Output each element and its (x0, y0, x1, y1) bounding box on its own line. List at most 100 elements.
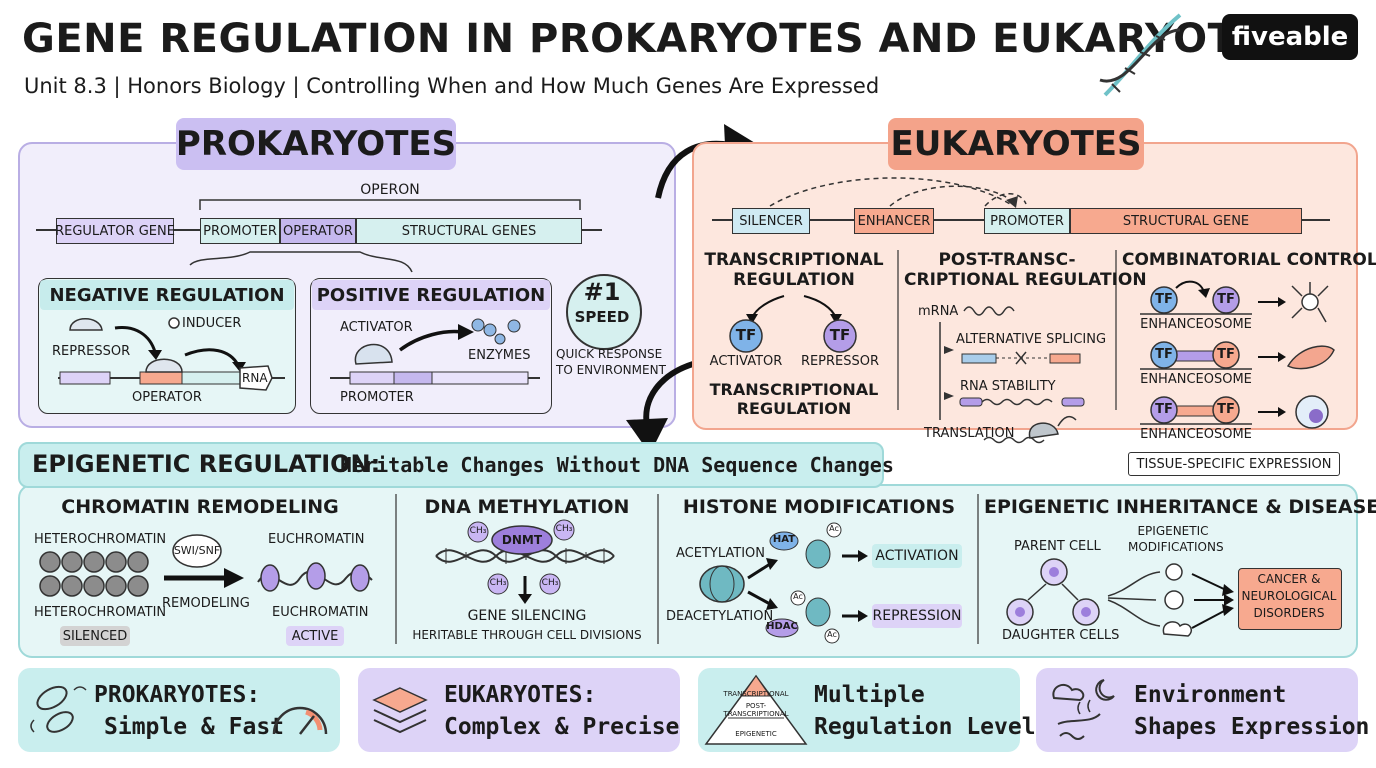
positive-regulation-title: POSITIVE REGULATION (312, 280, 550, 310)
summary-euk-line1: EUKARYOTES: (444, 682, 597, 708)
rna-label: RNA (242, 371, 268, 385)
post-transcriptional-title-1: POST-TRANSC- (938, 250, 1076, 270)
transcriptional-caption-1: TRANSCRIPTIONAL (709, 380, 879, 399)
methylation-title: DNA METHYLATION (424, 496, 630, 518)
summary-euk-line2: Complex & Precise (444, 714, 680, 740)
structural-gene-box: STRUCTURAL GENE (1070, 208, 1302, 234)
euchromatin-bottom: EUCHROMATIN (272, 605, 369, 620)
ac-label-3: Ac (827, 630, 837, 639)
eukaryotes-panel (692, 142, 1358, 430)
combo-tf-3b: TF (1217, 402, 1235, 417)
alternative-splicing-label: ALTERNATIVE SPLICING (956, 332, 1107, 347)
hdac-label: HDAC (766, 621, 798, 632)
histone-title: HISTONE MODIFICATIONS (682, 496, 956, 518)
rna-stability-label: RNA STABILITY (960, 379, 1056, 394)
speed-caption-1: QUICK RESPONSE (556, 347, 663, 361)
promoter-caption: PROMOTER (340, 390, 414, 405)
ac-label-1: Ac (829, 524, 839, 533)
sad-face-icon (1164, 590, 1184, 610)
ch3-label-1: CH₃ (469, 526, 487, 536)
summary-env-line1: Environment (1134, 682, 1287, 708)
summary-prok-line2: Simple & Fast (104, 714, 285, 740)
summary-prok-line1: PROKARYOTES: (94, 682, 261, 708)
operator-box: OPERATOR (280, 218, 356, 244)
activator-tf-caption: ACTIVATOR (709, 354, 783, 369)
enhanceosome-label-3: ENHANCEOSOME (1140, 427, 1252, 442)
promoter-box: PROMOTER (200, 218, 280, 244)
hand-icon (1057, 713, 1101, 740)
combo-tf-1b: TF (1217, 292, 1235, 307)
weather-cloud-icon (1052, 683, 1085, 702)
pyramid-bottom-label: EPIGENETIC (735, 730, 777, 738)
blood-cell-icon (1295, 395, 1329, 429)
post-transcriptional-title-2: CRIPTIONAL REGULATION (904, 270, 1147, 290)
swi-snf-label: SWI/SNF (173, 544, 221, 557)
speed-rank: #1 (583, 278, 621, 306)
epigenetic-title: EPIGENETIC REGULATION: (32, 450, 381, 478)
transcriptional-caption-2: REGULATION (736, 399, 852, 418)
structural-genes-box: STRUCTURAL GENES (356, 218, 582, 244)
pyramid-mid-label-2: TRANSCRIPTIONAL (723, 710, 789, 718)
ac-label-2: Ac (793, 592, 803, 601)
epigenetic-panel (18, 484, 1358, 658)
summary-levels-line2: Regulation Levels (814, 714, 1050, 740)
muscle-cell-icon (1286, 345, 1335, 370)
repressor-label: REPRESSOR (52, 344, 131, 359)
tf-repressor-label: TF (829, 326, 851, 344)
ch3-label-2: CH₃ (555, 524, 573, 534)
cloud-icon (1162, 621, 1192, 637)
heterochromatin-top: HETEROCHROMATIN (34, 532, 167, 547)
speed-word: SPEED (574, 308, 630, 326)
daughter-cells-label: DAUGHTER CELLS (1002, 628, 1120, 643)
pyramid-mid-label-1: POST- (745, 702, 767, 710)
epigenetic-mods-label-2: MODIFICATIONS (1128, 540, 1224, 554)
combo-tf-3a: TF (1155, 402, 1173, 417)
disease-label-1: CANCER & (1257, 572, 1321, 586)
tf-activator-label: TF (735, 326, 757, 344)
negative-regulation-title: NEGATIVE REGULATION (40, 280, 294, 310)
moon-icon (1095, 679, 1115, 701)
translation-label: TRANSLATION (924, 426, 1015, 441)
repression-badge: REPRESSION (872, 604, 962, 628)
ch3-label-3: CH₃ (489, 578, 507, 588)
heterochromatin-bottom: HETEROCHROMATIN (34, 605, 167, 620)
apple-icon (1165, 563, 1183, 581)
page-title: GENE REGULATION IN PROKARYOTES AND EUKAR… (22, 16, 1293, 62)
operon-label: OPERON (360, 182, 420, 198)
brand-logo: fiveable (1222, 14, 1358, 60)
inducer-label: INDUCER (182, 316, 242, 331)
activator-label: ACTIVATOR (340, 320, 413, 335)
deacetylation-label: DEACETYLATION (666, 609, 774, 624)
disease-box (1238, 568, 1342, 630)
operator-caption: OPERATOR (132, 390, 202, 405)
ch3-label-4: CH₃ (541, 578, 559, 588)
gene-silencing-label: GENE SILENCING (467, 608, 587, 624)
repressor-tf-caption: REPRESSOR (800, 354, 880, 369)
summary-levels-line1: Multiple (814, 682, 925, 708)
enhancer-box: ENHANCER (854, 208, 934, 234)
transcriptional-title-2: REGULATION (733, 270, 855, 290)
epigenetic-title-banner (18, 442, 884, 488)
heritable-label: HERITABLE THROUGH CELL DIVISIONS (412, 628, 642, 642)
summary-env-line2: Shapes Expression (1134, 714, 1370, 740)
epigenetic-mods-label-1: EPIGENETIC (1137, 524, 1209, 538)
hat-label: HAT (772, 534, 796, 545)
enzymes-label: ENZYMES (468, 348, 531, 363)
prokaryotes-title: PROKARYOTES (176, 118, 456, 170)
